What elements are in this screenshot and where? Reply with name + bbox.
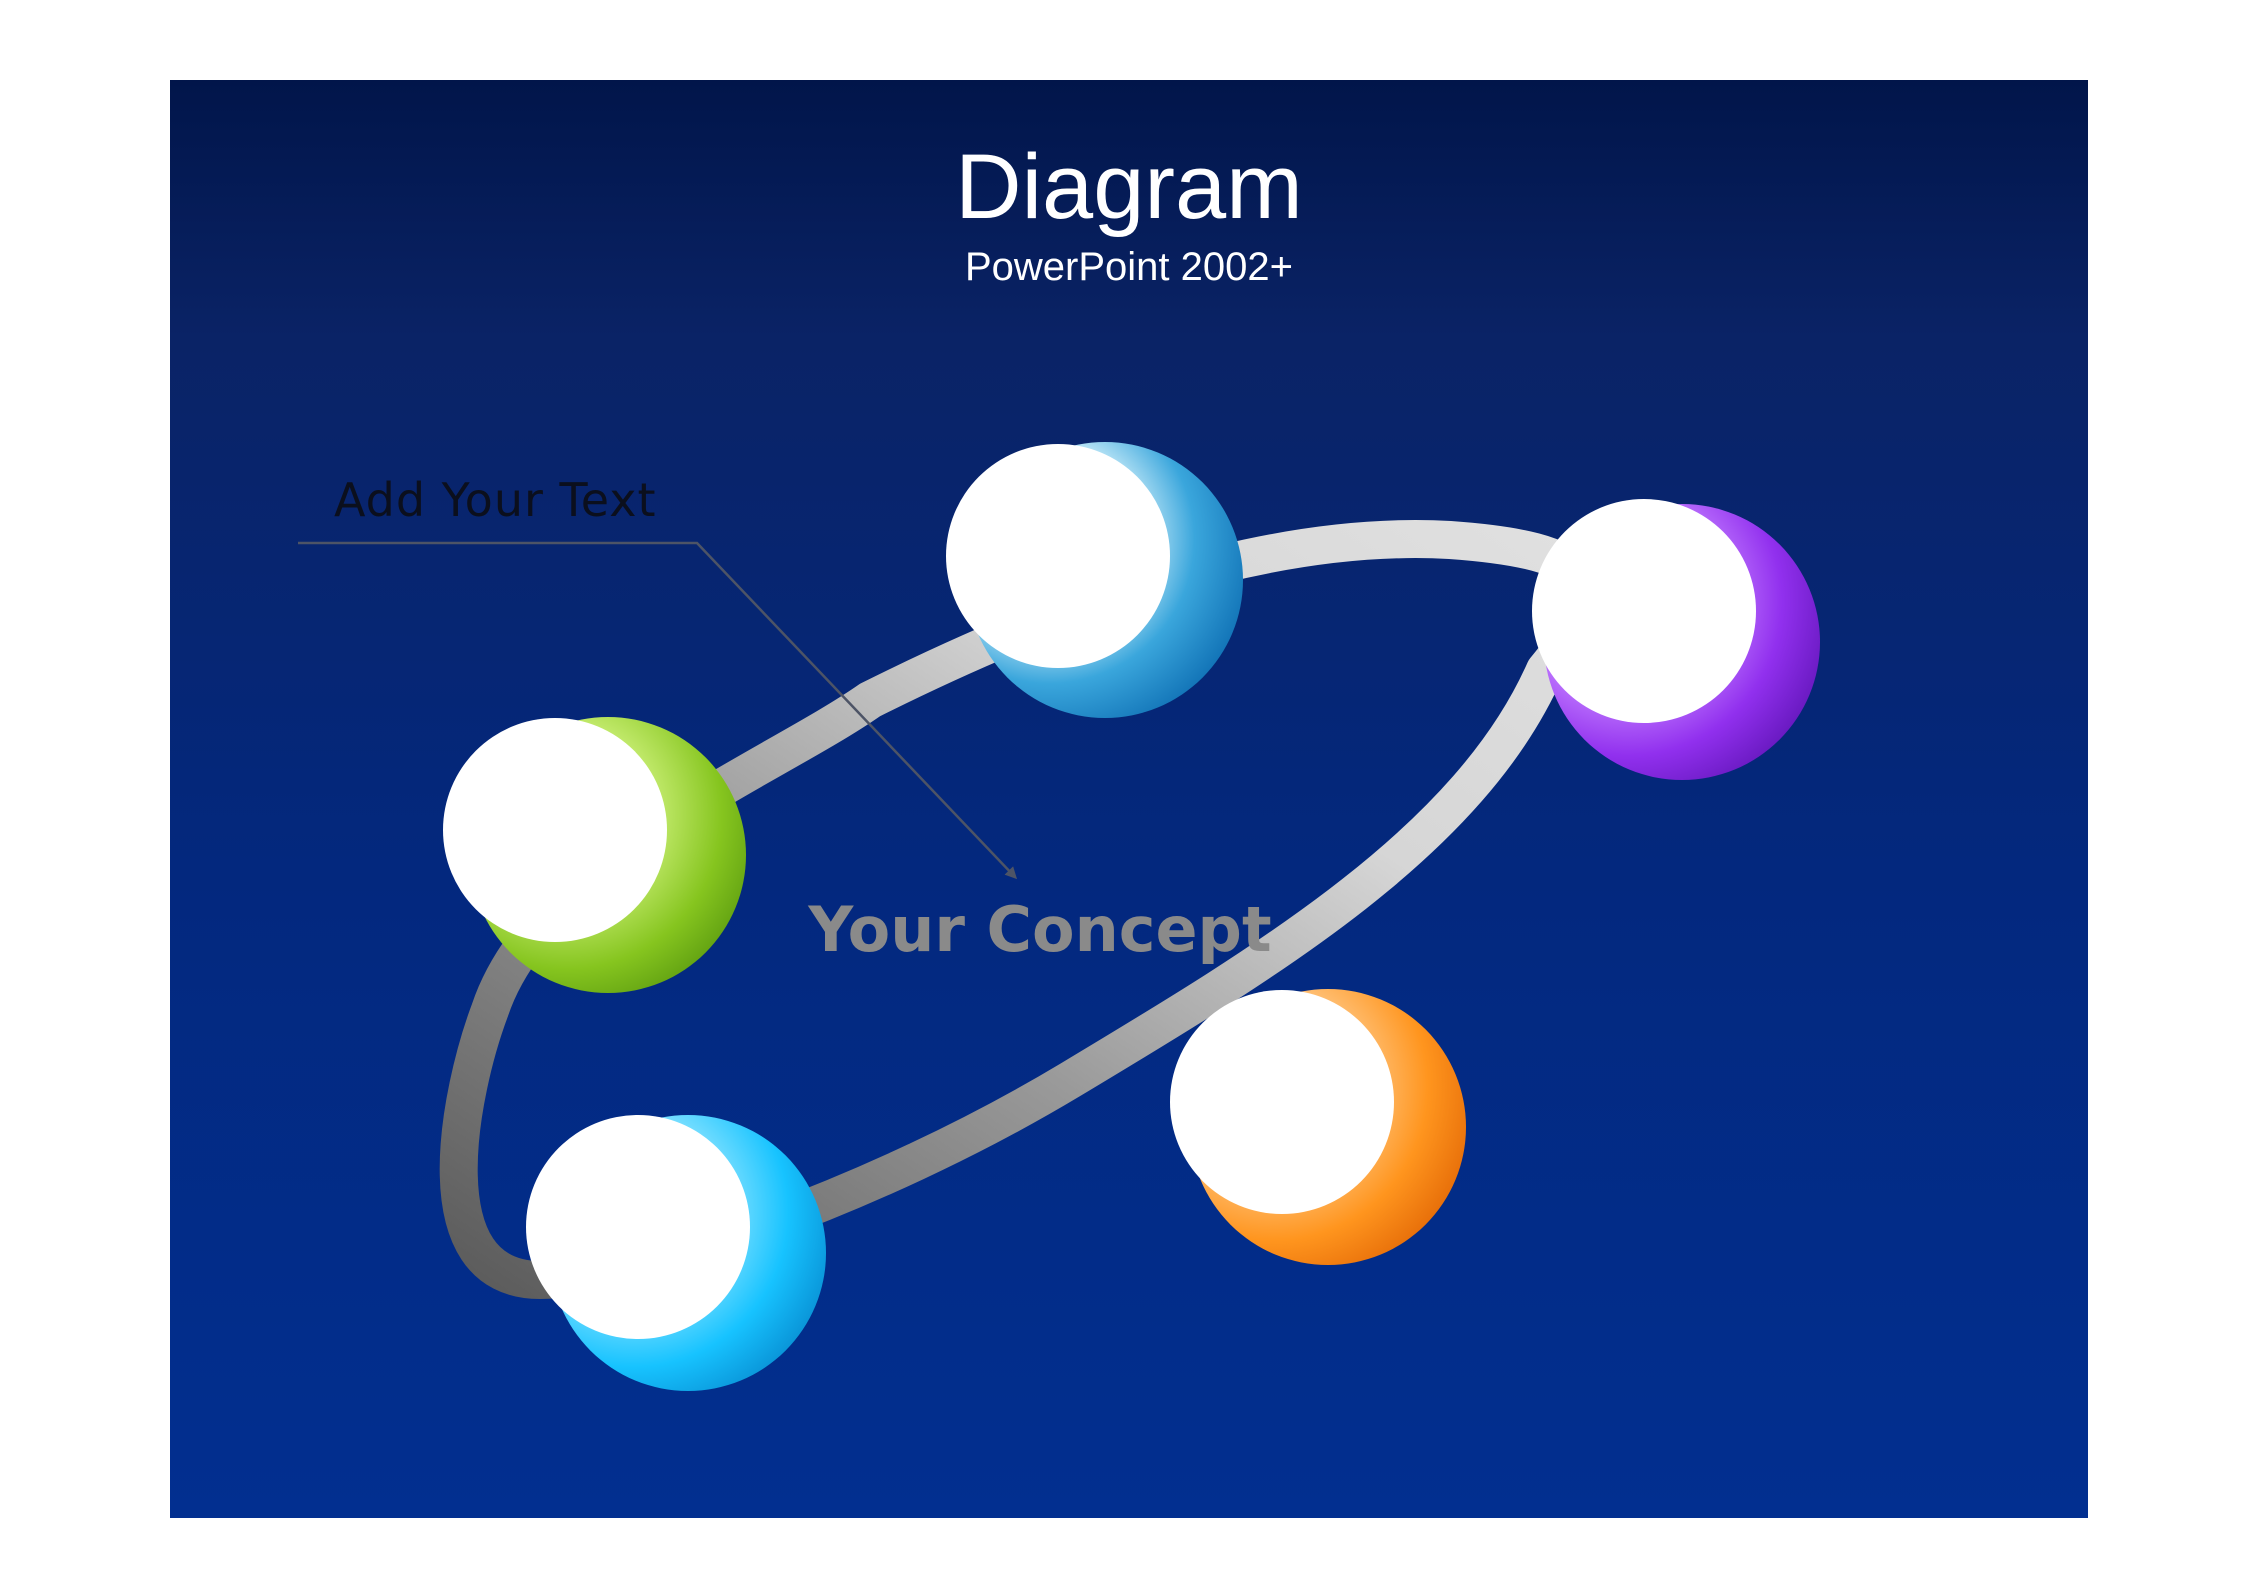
diagram-canvas: [298, 442, 1820, 1391]
slide: Diagram PowerPoint 2002+ Add Your Text Y…: [170, 80, 2088, 1518]
slide-title: Diagram: [955, 136, 1303, 238]
node-green[interactable]: [443, 717, 746, 993]
node-purple[interactable]: [1532, 499, 1820, 780]
node-cyan[interactable]: [526, 1115, 826, 1391]
center-concept-text[interactable]: Your Concept: [808, 893, 1272, 966]
cycle-ring: [439, 520, 1604, 1299]
node-blue[interactable]: [946, 442, 1243, 718]
callout-text[interactable]: Add Your Text: [334, 473, 657, 527]
callout-leader-line: [298, 541, 1018, 880]
slide-subtitle: PowerPoint 2002+: [964, 245, 1293, 289]
node-orange[interactable]: [1170, 989, 1466, 1265]
